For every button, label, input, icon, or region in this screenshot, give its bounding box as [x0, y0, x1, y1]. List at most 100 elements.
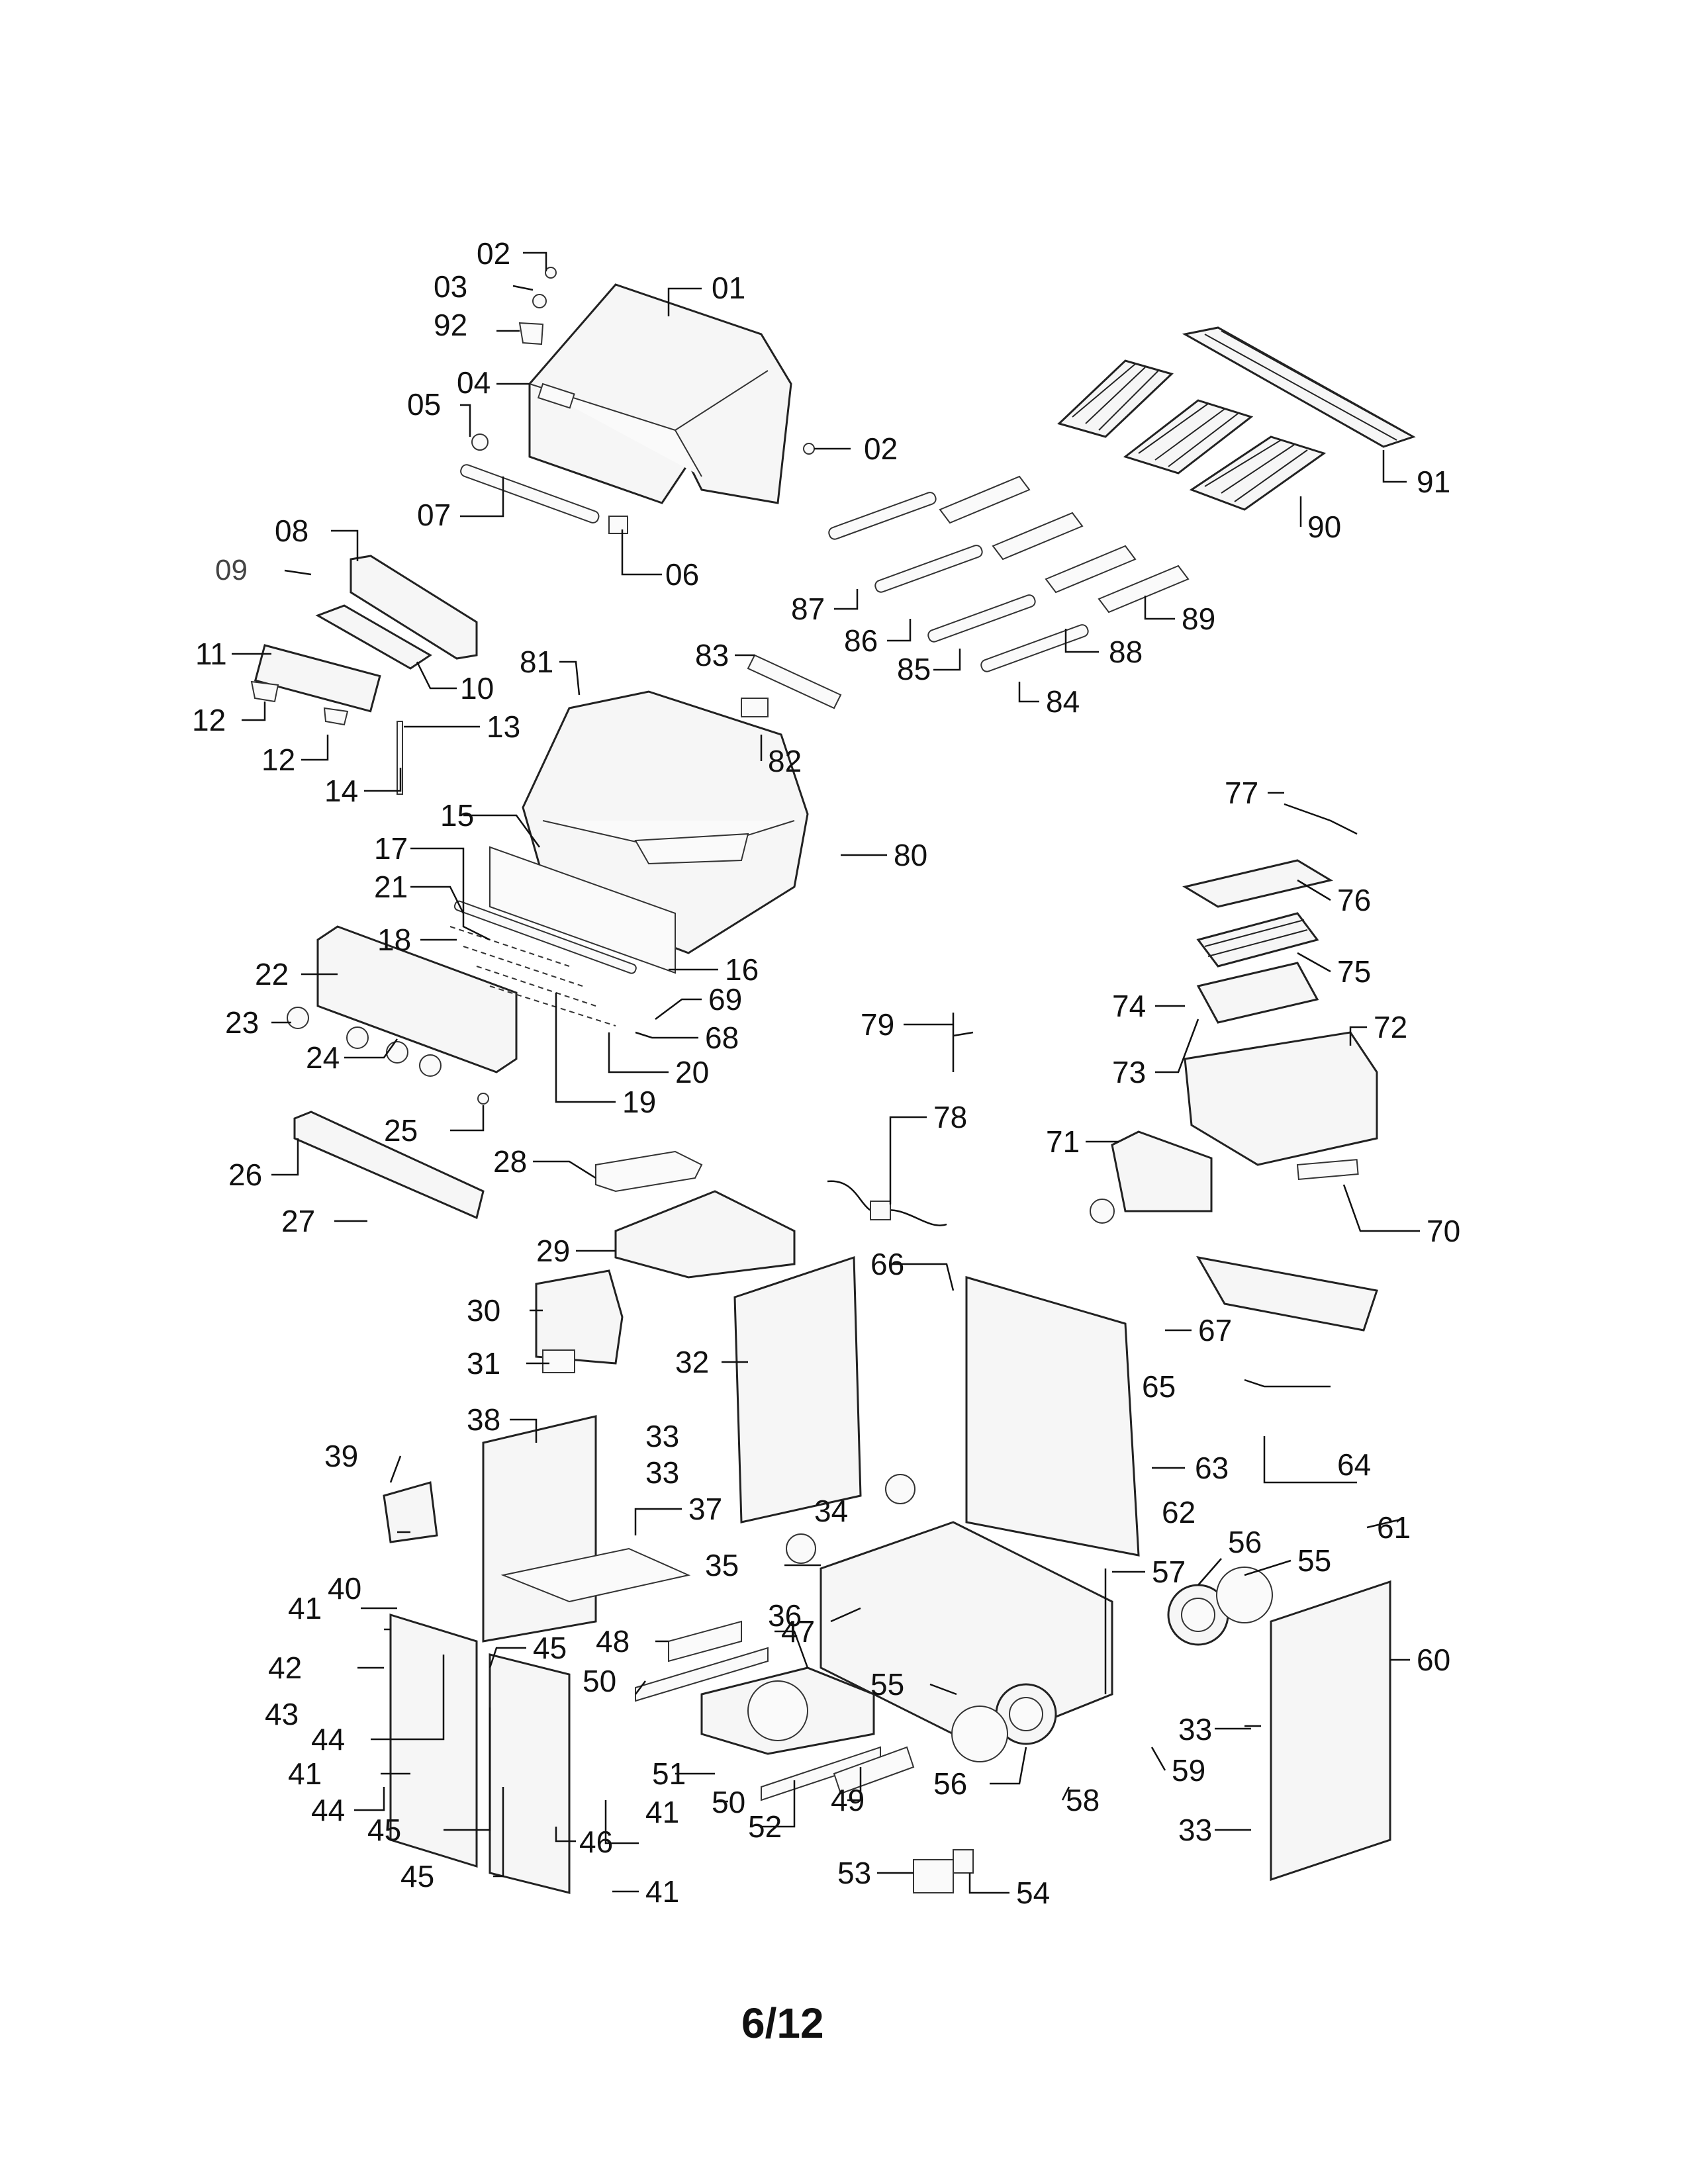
callout-label: 35: [705, 1548, 739, 1582]
callout-label: 04: [457, 365, 491, 400]
callout-label: 44: [311, 1793, 346, 1827]
callout-label: 49: [831, 1783, 865, 1817]
burners-and-heat-plates: [828, 475, 1190, 672]
callout-label: 46: [579, 1825, 614, 1859]
callout-label: 75: [1337, 954, 1372, 989]
callout-label: 16: [725, 952, 759, 987]
callout-label: 24: [306, 1040, 340, 1075]
callout-label: 78: [933, 1100, 968, 1134]
callout-label: 54: [1016, 1876, 1051, 1910]
callout-label: 52: [748, 1809, 782, 1844]
callout-label: 17: [374, 831, 408, 866]
callout-label: 13: [487, 709, 521, 744]
callout-label: 42: [268, 1651, 303, 1685]
manifold-and-front-panel: [287, 846, 676, 1105]
callout-label: 56: [1228, 1525, 1262, 1559]
callout-label: 70: [1427, 1214, 1461, 1248]
callout-label: 79: [861, 1007, 895, 1042]
callout-label: 63: [1195, 1451, 1229, 1485]
callout-label: 84: [1046, 684, 1080, 719]
callout-label: 01: [712, 271, 746, 305]
callout-label: 41: [645, 1795, 680, 1829]
callout-label: 85: [897, 652, 931, 686]
callout-label: 02: [477, 236, 511, 271]
callout-label: 36: [768, 1598, 802, 1633]
callout-label: 39: [324, 1439, 359, 1473]
callout-label: 73: [1112, 1055, 1147, 1089]
callout-label: 25: [384, 1113, 418, 1148]
callout-label: 15: [440, 798, 475, 833]
callout-label: 90: [1307, 510, 1342, 544]
leader-lines: [232, 251, 1420, 1894]
callout-label: 07: [417, 498, 451, 532]
callout-label: 60: [1417, 1643, 1451, 1677]
callout-label: 45: [533, 1631, 567, 1665]
callout-label: 51: [652, 1756, 686, 1791]
cooking-grates: [1057, 326, 1416, 511]
callout-label: 82: [768, 744, 802, 778]
callout-label: 53: [837, 1856, 872, 1890]
callout-label: 76: [1337, 883, 1372, 917]
callout-label: 47: [781, 1614, 816, 1649]
callout-label: 45: [367, 1813, 402, 1847]
callout-label: 23: [225, 1005, 259, 1040]
callout-label: 57: [1152, 1555, 1186, 1589]
callout-label: 71: [1046, 1124, 1080, 1159]
callout-label: 33: [645, 1455, 680, 1490]
callout-label: 06: [665, 557, 700, 592]
callout-label: 34: [814, 1494, 849, 1528]
callout-label: 11: [195, 637, 227, 671]
callout-label: 29: [536, 1234, 571, 1268]
callout-label: 59: [1172, 1753, 1206, 1788]
cart-frame: [293, 1111, 1378, 1749]
callout-label: 45: [400, 1859, 435, 1893]
callout-label: 55: [870, 1667, 905, 1702]
callout-label: 83: [695, 638, 729, 672]
callout-label: 33: [645, 1419, 680, 1453]
callout-label: 27: [281, 1204, 316, 1238]
callout-label: 69: [708, 982, 743, 1017]
callout-label: 41: [645, 1874, 680, 1909]
callout-label: 28: [493, 1144, 528, 1179]
callout-label: 58: [1066, 1783, 1100, 1817]
callout-label: 41: [288, 1756, 322, 1791]
grill-lid: [528, 283, 792, 504]
callout-label: 09: [215, 554, 248, 586]
callout-label: 91: [1417, 465, 1451, 499]
callout-label: 56: [933, 1766, 968, 1801]
callout-label: 08: [275, 514, 309, 548]
callout-label: 32: [675, 1345, 710, 1379]
callout-label: 05: [407, 387, 442, 422]
callout-label: 33: [1178, 1813, 1213, 1847]
callout-label: 14: [324, 774, 359, 808]
control-panel-parts: [250, 555, 478, 795]
callout-label: 10: [460, 671, 494, 705]
callout-label: 12: [261, 743, 296, 777]
callout-label: 30: [467, 1293, 501, 1328]
callout-label: 80: [894, 838, 928, 872]
callout-label: 62: [1162, 1495, 1196, 1529]
callout-label: 18: [377, 923, 412, 957]
callout-label: 22: [255, 957, 289, 991]
doors-and-panels: [389, 1580, 1391, 1894]
callout-label: 61: [1377, 1510, 1411, 1545]
callout-label: 31: [467, 1346, 501, 1381]
callout-label: 50: [712, 1785, 746, 1819]
page-number: 6/12: [741, 1999, 824, 2047]
callout-label: 38: [467, 1402, 501, 1437]
callout-label: 33: [1178, 1712, 1213, 1747]
callout-label: 77: [1225, 776, 1259, 810]
callout-label: 26: [228, 1158, 263, 1192]
callout-label: 02: [864, 432, 898, 466]
callout-label: 81: [520, 645, 554, 679]
callout-label: 03: [434, 269, 468, 304]
callout-label: 55: [1297, 1543, 1332, 1578]
callout-label: 67: [1198, 1313, 1233, 1347]
callout-label: 48: [596, 1624, 630, 1659]
wheels-and-casters: [786, 1474, 1273, 1762]
callout-label: 12: [192, 703, 226, 737]
callout-label: 20: [675, 1055, 710, 1089]
callout-label: 19: [622, 1085, 657, 1119]
callout-label: 37: [688, 1492, 723, 1526]
